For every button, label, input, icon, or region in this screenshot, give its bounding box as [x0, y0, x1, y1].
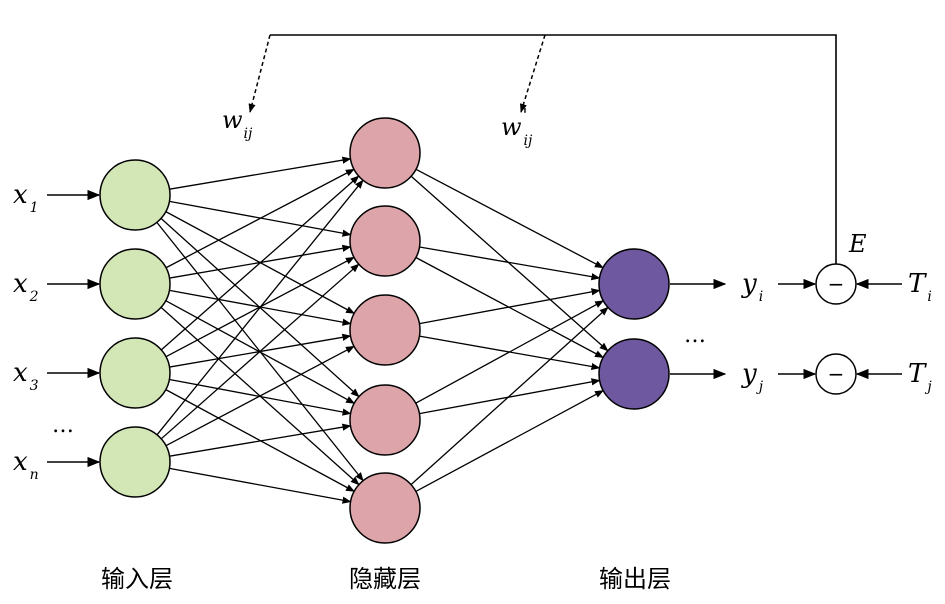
connection-input4-hidden1 — [156, 179, 364, 436]
connection-input4-hidden4 — [169, 423, 352, 457]
output-layer-nodes — [598, 248, 670, 410]
input-node-2 — [99, 248, 171, 320]
error-label: E — [848, 230, 867, 258]
feedback-arrow-wij — [248, 34, 271, 113]
connection-hidden4-output2 — [419, 378, 601, 415]
input-ellipsis: … — [52, 413, 74, 438]
input-node-4 — [99, 426, 171, 498]
weight-label-wij-prime: w'ij — [501, 105, 533, 149]
error-feedback-loop — [248, 34, 837, 265]
connection-hidden5-output1 — [410, 306, 609, 486]
output-layer-caption: 输出层 — [599, 565, 671, 593]
connection-hidden1-output2 — [410, 175, 609, 352]
comparator-minus-1: − — [828, 272, 845, 296]
hidden-node-1 — [349, 117, 421, 189]
hidden-node-3 — [349, 294, 421, 366]
connection-input4-hidden2 — [160, 263, 360, 440]
connection-hidden3-output1 — [419, 288, 601, 325]
connection-input2-hidden1 — [165, 168, 355, 269]
input-node-3 — [99, 337, 171, 409]
input-layer-nodes — [99, 159, 171, 498]
connection-hidden2-output1 — [419, 246, 601, 281]
connection-input1-hidden1 — [169, 156, 352, 190]
output-node-2 — [598, 338, 670, 410]
hidden-layer-nodes — [349, 117, 421, 544]
hidden-output-connections — [410, 168, 609, 492]
feedback-arrow-wij-prime — [519, 34, 546, 113]
comparator-minus-2: − — [828, 362, 845, 386]
hidden-node-4 — [349, 384, 421, 456]
connection-input4-hidden3 — [165, 345, 355, 447]
output-ellipsis: … — [684, 323, 706, 348]
hidden-node-5 — [349, 472, 421, 544]
connection-hidden5-output2 — [415, 390, 604, 492]
hidden-layer-caption: 隐藏层 — [349, 565, 421, 593]
feedback-line — [270, 34, 837, 265]
hidden-node-2 — [349, 205, 421, 277]
connection-hidden1-output1 — [415, 168, 604, 269]
weight-label-wij: wij — [222, 106, 253, 142]
connection-hidden4-output1 — [415, 300, 605, 404]
input-hidden-connections — [156, 156, 364, 504]
connection-input4-hidden5 — [169, 467, 352, 504]
input-node-1 — [99, 159, 171, 231]
connection-input3-hidden1 — [160, 175, 360, 351]
input-layer-caption: 输入层 — [101, 565, 173, 593]
output-node-1 — [598, 248, 670, 320]
